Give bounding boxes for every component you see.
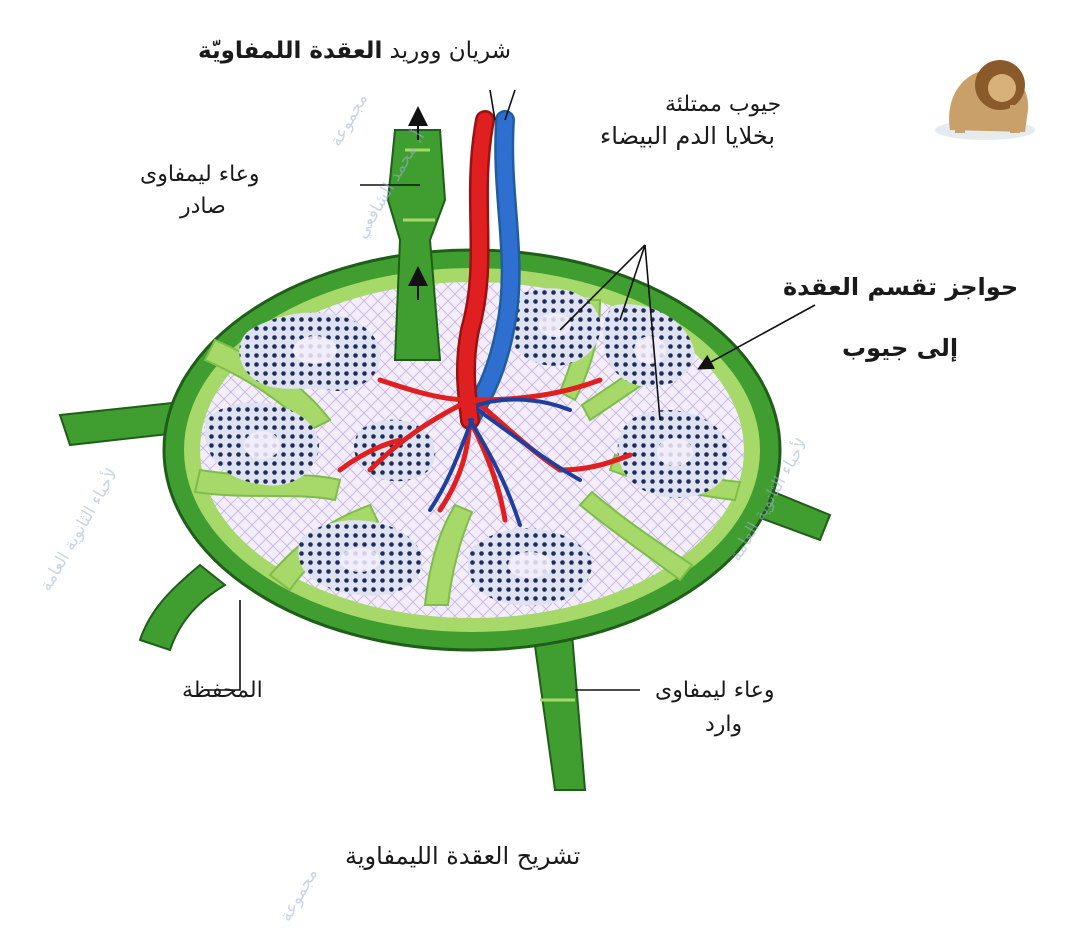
diagram-title: تشريح العقدة الليمفاوية (345, 842, 580, 870)
label-sinuses-line2: بخلايا الدم البيضاء (600, 122, 775, 150)
label-artery-vein: شريان ووريد العقدة اللمفاويّة (198, 38, 511, 64)
label-sinuses-line1: جيوب ممتلئة (665, 92, 781, 117)
label-capsule: المحفظة (182, 678, 263, 703)
label-septa-line1: حواجز تقسم العقدة (783, 273, 1018, 301)
label-efferent-line2: صادر (180, 194, 226, 219)
label-efferent-line1: وعاء ليمفاوى (140, 162, 260, 187)
label-septa-line2: إلى جيوب (842, 334, 958, 362)
lion-logo (935, 60, 1035, 140)
label-afferent-line2: وارد (705, 712, 742, 737)
label-afferent-line1: وعاء ليمفاوى (655, 678, 775, 703)
